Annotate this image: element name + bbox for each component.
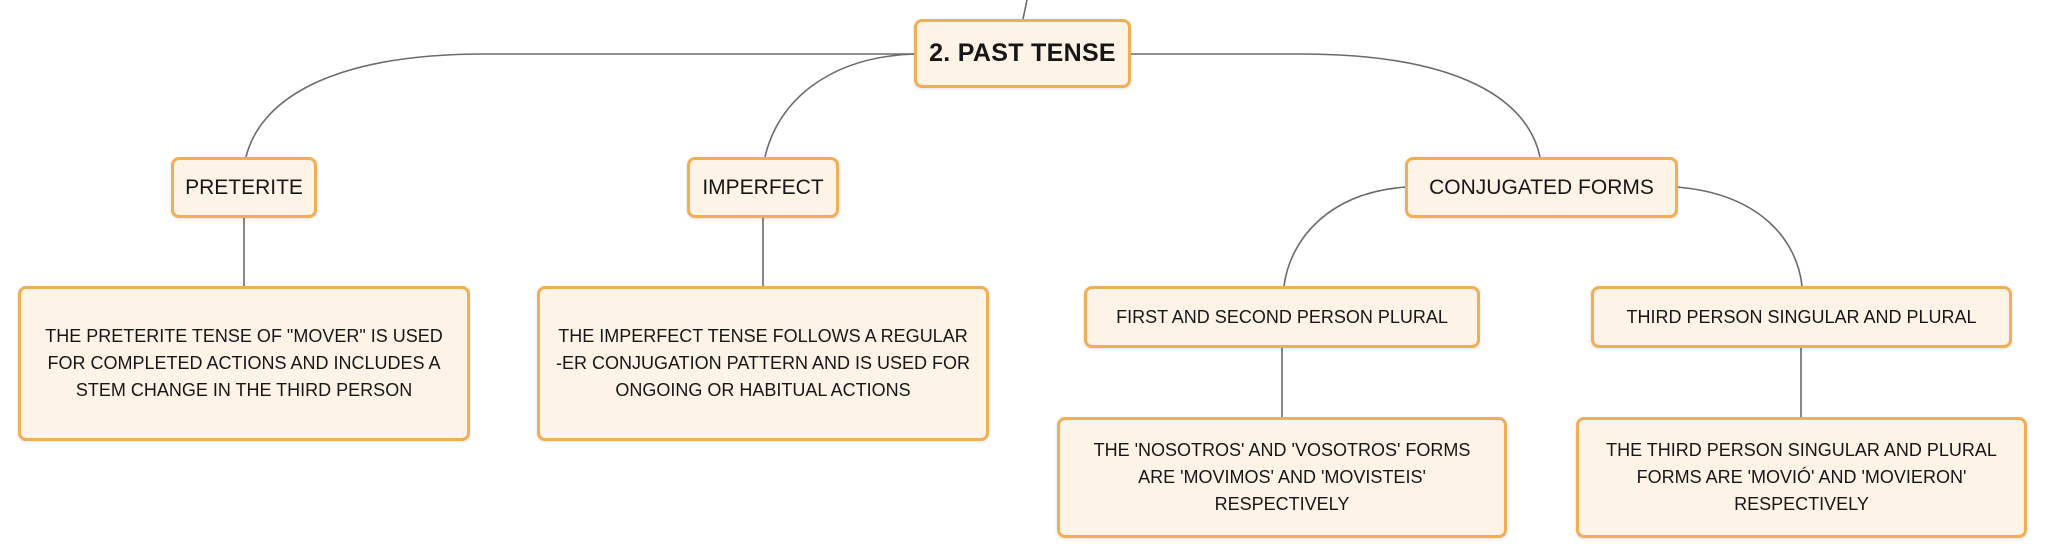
- connector-root-to-preterite: [245, 53, 914, 158]
- node-first-second-person-plural[interactable]: FIRST AND SECOND PERSON PLURAL: [1084, 286, 1480, 348]
- node-first-second-description-text: THE 'NOSOTROS' AND 'VOSOTROS' FORMS ARE …: [1093, 440, 1471, 514]
- node-imperfect-description[interactable]: THE IMPERFECT TENSE FOLLOWS A REGULAR -E…: [537, 286, 989, 441]
- connector-root-to-imperfect: [764, 53, 915, 158]
- node-third-person-description[interactable]: THE THIRD PERSON SINGULAR AND PLURAL FOR…: [1576, 417, 2027, 538]
- connector-root-to-conjugated-forms: [1131, 53, 1541, 158]
- node-first-second-description[interactable]: THE 'NOSOTROS' AND 'VOSOTROS' FORMS ARE …: [1057, 417, 1507, 538]
- node-first-second-person-plural-label: FIRST AND SECOND PERSON PLURAL: [1116, 306, 1448, 327]
- node-third-person-description-text: THE THIRD PERSON SINGULAR AND PLURAL FOR…: [1606, 440, 1997, 514]
- connector-conjugated-to-first-second: [1283, 186, 1408, 287]
- node-preterite-description-text: THE PRETERITE TENSE OF "MOVER" IS USED F…: [45, 326, 443, 400]
- connector-conjugated-to-third: [1676, 186, 1803, 287]
- node-third-person-singular-plural-label: THIRD PERSON SINGULAR AND PLURAL: [1626, 306, 1977, 327]
- node-preterite[interactable]: PRETERITE: [171, 157, 317, 218]
- node-imperfect-label: IMPERFECT: [702, 175, 824, 199]
- node-third-person-singular-plural[interactable]: THIRD PERSON SINGULAR AND PLURAL: [1591, 286, 2012, 348]
- node-imperfect-description-text: THE IMPERFECT TENSE FOLLOWS A REGULAR -E…: [555, 326, 971, 400]
- node-conjugated-forms-label: CONJUGATED FORMS: [1429, 175, 1654, 199]
- node-preterite-description[interactable]: THE PRETERITE TENSE OF "MOVER" IS USED F…: [18, 286, 470, 441]
- node-preterite-label: PRETERITE: [185, 175, 303, 199]
- node-imperfect[interactable]: IMPERFECT: [687, 157, 839, 218]
- root-node-label: 2. PAST TENSE: [929, 39, 1116, 67]
- root-node-past-tense[interactable]: 2. PAST TENSE: [914, 19, 1131, 88]
- node-conjugated-forms[interactable]: CONJUGATED FORMS: [1405, 157, 1678, 218]
- connector-parent-to-root: [1022, 0, 1028, 20]
